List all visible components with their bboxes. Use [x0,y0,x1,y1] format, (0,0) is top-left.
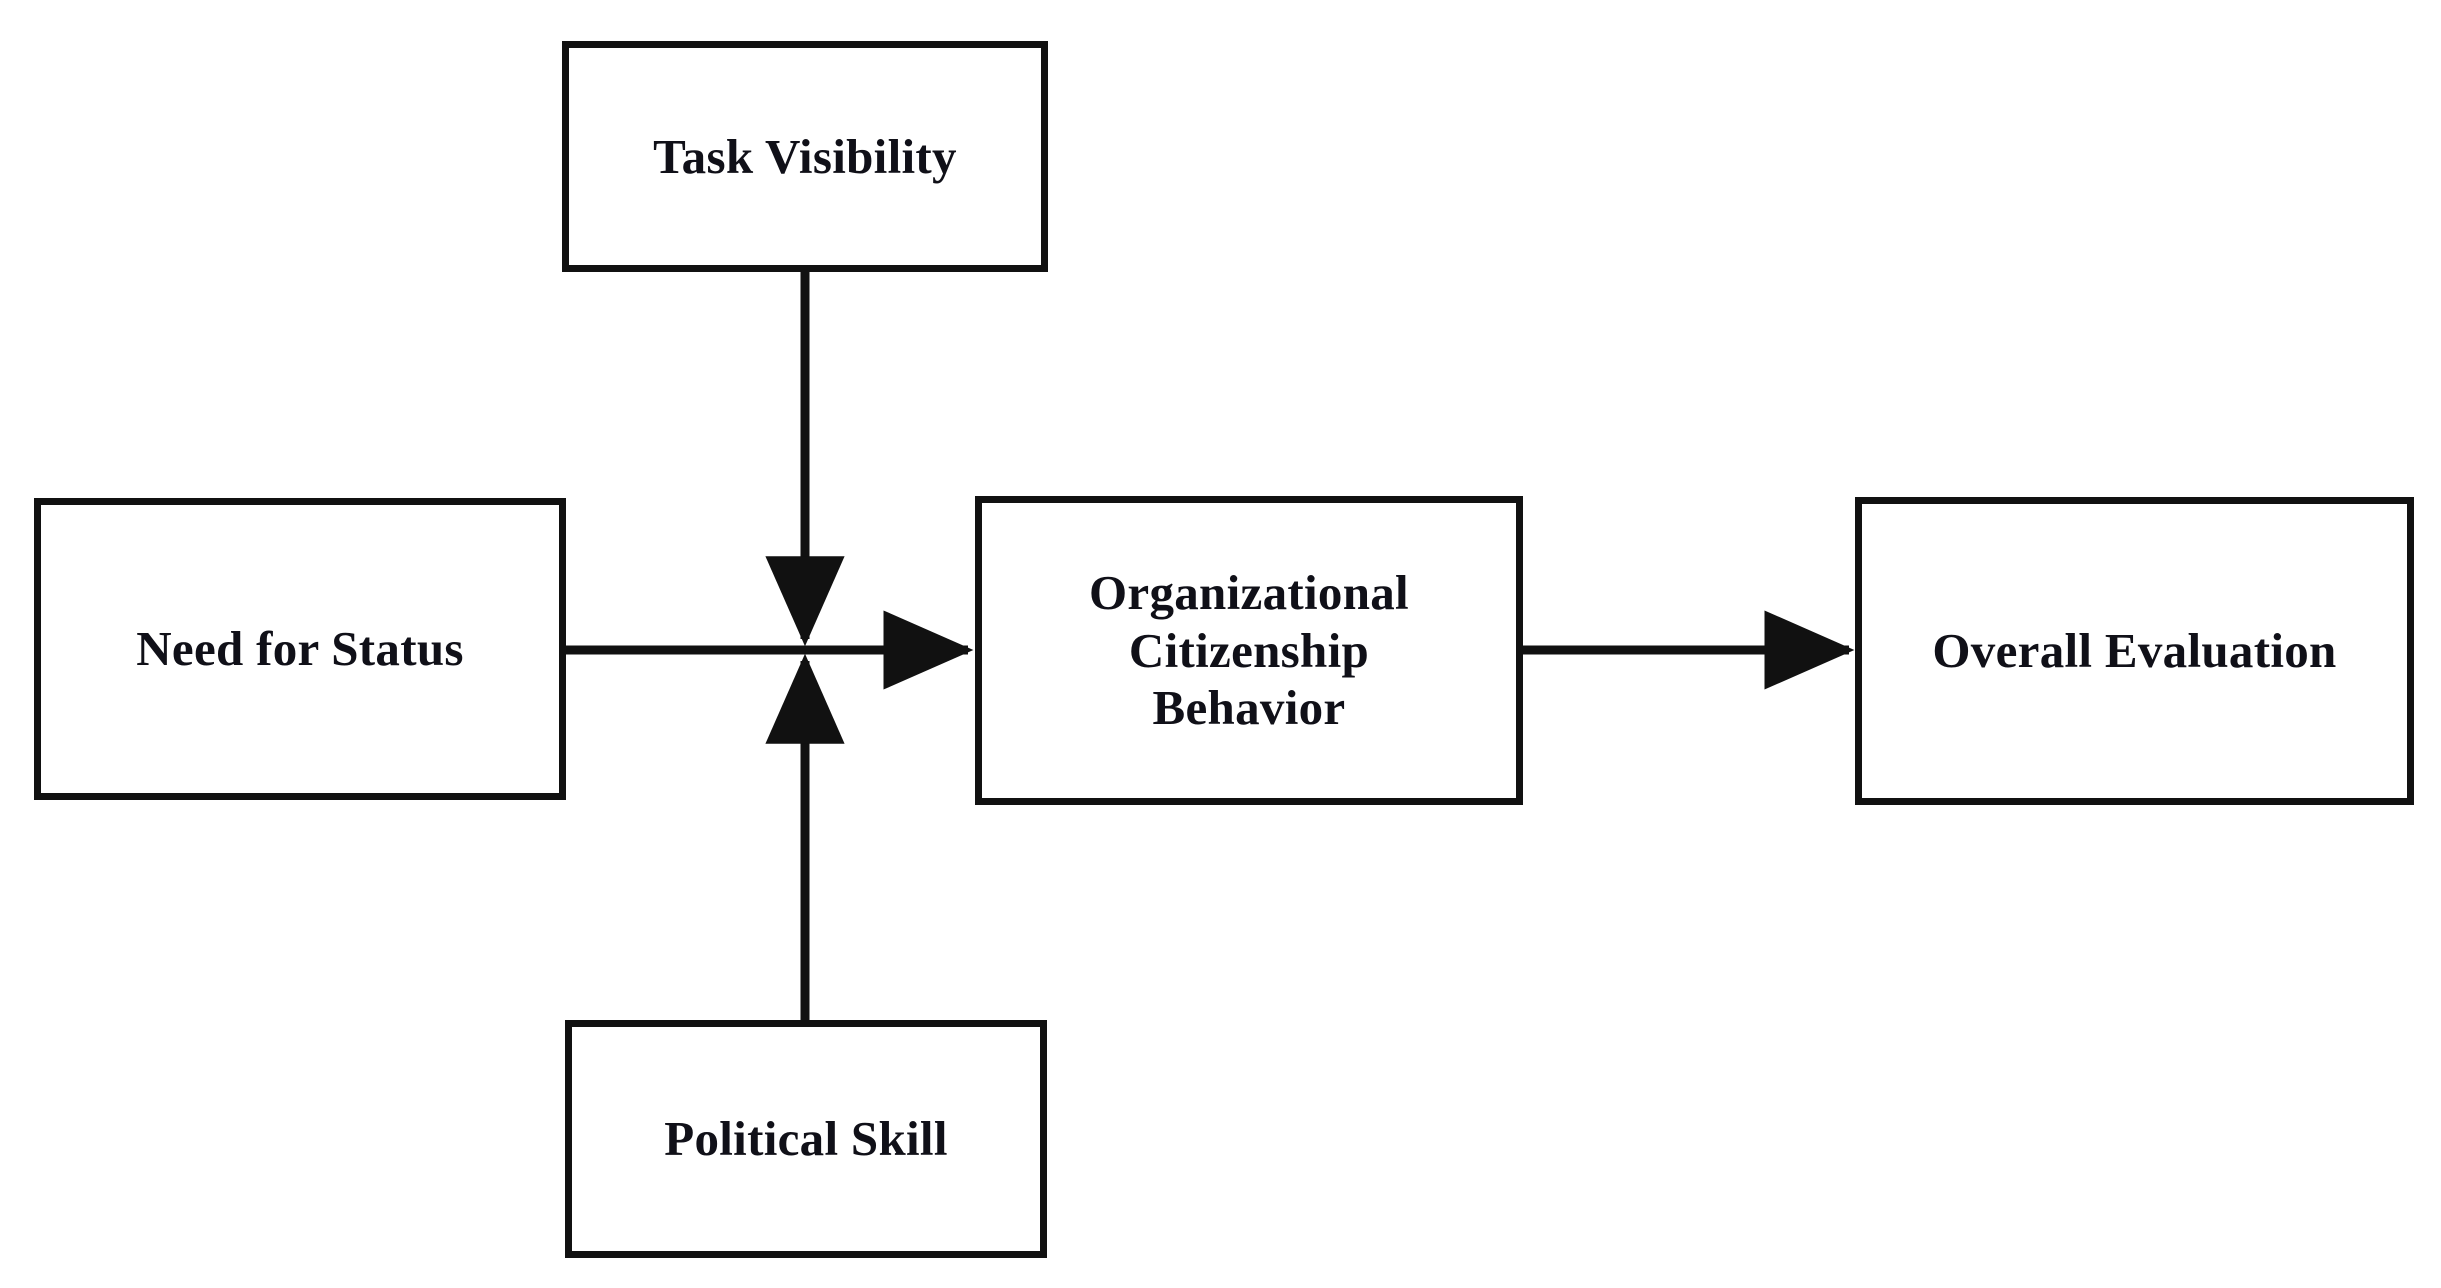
node-organizational-citizenship-behavior-label: Organizational Citizenship Behavior [1089,564,1409,736]
node-task-visibility-label: Task Visibility [653,128,957,184]
node-task-visibility[interactable]: Task Visibility [562,41,1048,272]
node-organizational-citizenship-behavior[interactable]: Organizational Citizenship Behavior [975,496,1523,805]
node-political-skill[interactable]: Political Skill [565,1020,1047,1258]
node-political-skill-label: Political Skill [664,1111,948,1167]
node-need-for-status-label: Need for Status [136,621,464,677]
node-need-for-status[interactable]: Need for Status [34,498,566,800]
node-overall-evaluation[interactable]: Overall Evaluation [1855,497,2414,805]
node-overall-evaluation-label: Overall Evaluation [1932,623,2337,679]
